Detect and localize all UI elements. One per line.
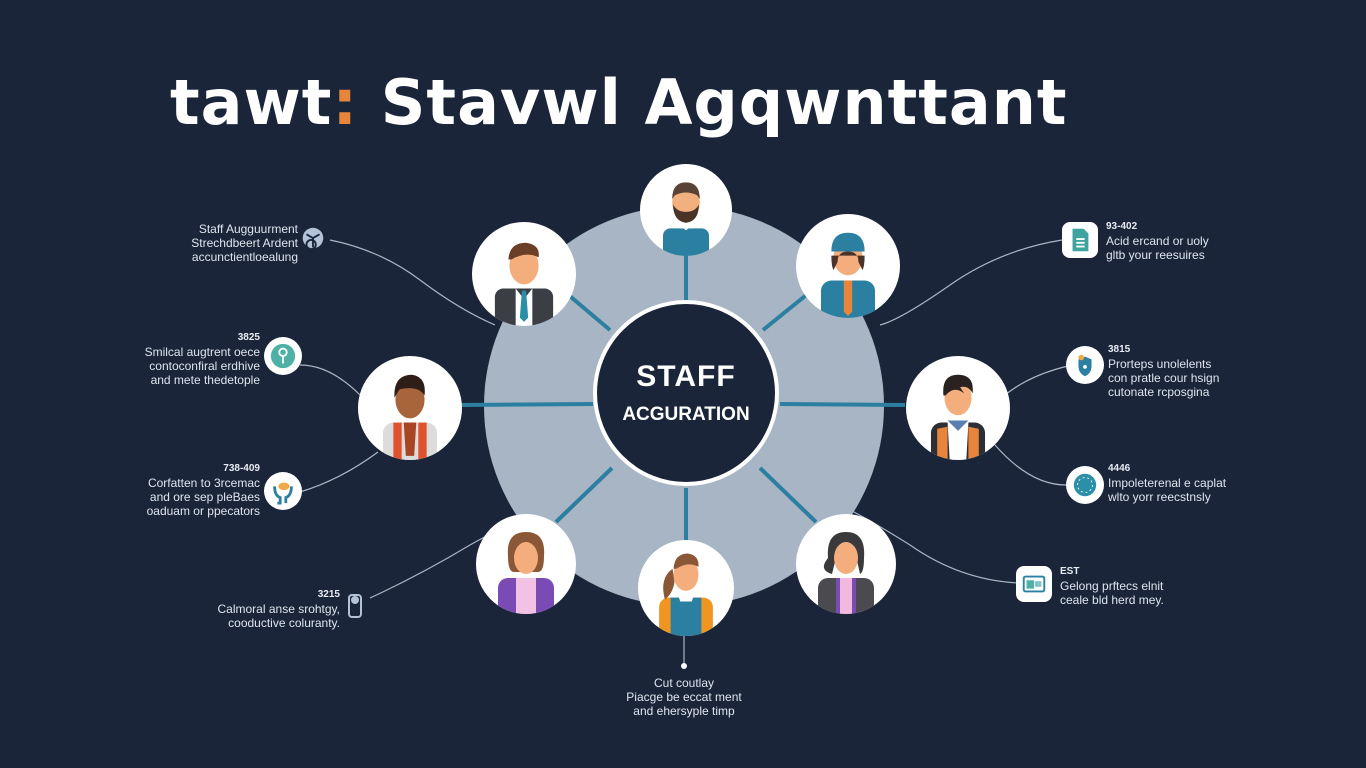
note-line: and ore sep pleBaes [149,490,260,504]
avatar-top [640,164,732,256]
note-line: Staff Augguurment [198,222,298,236]
note-line: cooductive coluranty. [228,616,340,630]
gear-globe-icon [294,220,332,258]
title-prefix: tawt [170,66,333,139]
avatar-bottom-left [476,514,576,614]
avatar-right [906,356,1010,460]
note-code: EST [1060,566,1080,577]
note-line: Corfatten to 3rcemac [147,476,260,490]
title-main: Stavwl Agqwnttant [380,66,1068,139]
note-left-1: Staff Augguurment Strechdbeert Ardent ac… [191,222,298,264]
page-title: tawt: Stavwl Agqwnttant [170,66,1068,139]
note-code: 93-402 [1106,221,1138,232]
avatar-bottom [638,540,734,636]
note-code: 3215 [317,589,340,600]
shield-icon [1066,346,1104,384]
note-line: ceale bld herd mey. [1060,593,1164,607]
man-beard-icon [663,182,709,256]
hub-title: STAFF [636,360,736,393]
avatar-top-left [472,222,576,326]
note-code: 4446 [1108,463,1131,474]
note-code: 3815 [1108,344,1131,355]
note-code: 738-409 [223,463,260,474]
note-line: Gelong prftecs elnit [1060,579,1164,593]
woman-teal-vest-icon [659,553,713,636]
title-separator: : [332,66,359,139]
avatar-left [358,356,462,460]
woman-cap-icon [820,232,876,318]
note-line: Calmoral anse srohtgy, [217,602,341,616]
pin-icon [264,337,302,375]
person-orange-vest-icon [382,374,438,460]
note-line: and mete thedetople [150,373,260,387]
note-line: con pratle cour hsign [1108,371,1220,385]
note-bottom: Cut coutlay Piacge be eccat ment and ehe… [584,676,784,718]
note-right-2: 3815 Prorteps unolelents con pratle cour… [1108,343,1219,399]
fan-icon [342,586,368,626]
note-left-2: 3825 Smilcal augtrent oece contoconfiral… [145,331,260,387]
note-line: gltb your reesuires [1106,248,1205,262]
note-line: and ehersyple timp [633,704,735,718]
note-left-4: 3215 Calmoral anse srohtgy, cooductive c… [218,588,341,630]
hands-icon [264,472,302,510]
note-right-3: 4446 Impoleterenal e caplat wlto yorr re… [1108,462,1226,504]
note-right-1: 93-402 Acid ercand or uoly gltb your ree… [1106,220,1209,262]
note-line: cutonate rcposgina [1108,385,1210,399]
hub-center: STAFF ACGURATION [593,300,779,486]
note-line: Cut coutlay [653,676,715,690]
note-line: contoconfiral erdhive [149,359,260,373]
person-black-jacket-icon [930,374,986,460]
hub-subtitle: ACGURATION [622,404,750,425]
note-line: Acid ercand or uoly [1106,234,1209,248]
woman-dark-jacket-icon [818,532,874,614]
note-code: 3825 [237,332,260,343]
note-left-3: 738-409 Corfatten to 3rcemac and ore sep… [147,462,260,518]
man-suit-icon [494,242,554,326]
clock-icon [1066,466,1104,504]
note-line: Impoleterenal e caplat [1108,476,1227,490]
note-line: Prorteps unolelents [1108,357,1212,371]
woman-purple-icon [498,532,554,614]
note-line: Smilcal augtrent oece [144,345,260,359]
note-line: oaduam or ppecators [146,504,260,518]
note-line: accunctientloealung [191,250,298,264]
document-icon [1062,222,1098,258]
note-line: Strechdbeert Ardent [191,236,298,250]
note-line: Piacge be eccat ment [626,690,742,704]
monitor-icon [1016,566,1052,602]
note-line: wlto yorr reecstnsly [1108,490,1211,504]
avatar-bottom-right [796,514,896,614]
avatar-top-right [796,214,900,318]
note-right-4: EST Gelong prftecs elnit ceale bld herd … [1060,565,1164,607]
